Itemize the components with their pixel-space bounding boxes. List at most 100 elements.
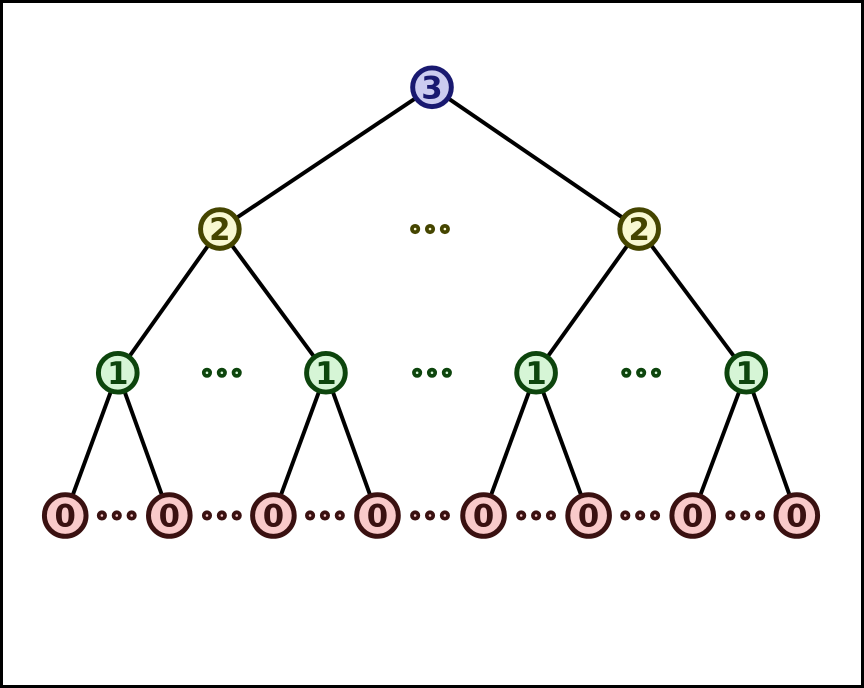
node-circle (250, 492, 297, 539)
node-circle (304, 350, 348, 395)
node-label: 0 (367, 499, 388, 535)
tree-edge (744, 372, 799, 517)
tree-edge (637, 227, 748, 374)
ellipsis-dot (439, 510, 450, 521)
tree-node-level-0: 0 (354, 492, 401, 539)
ellipsis-dot (231, 510, 242, 521)
ellipsis-dot (725, 510, 736, 521)
tree-node-level-0: 0 (773, 492, 821, 539)
node-label: 0 (55, 499, 76, 535)
node-circle (514, 350, 558, 395)
node-circle (146, 492, 193, 539)
ellipsis-dots-level-0 (201, 510, 242, 521)
ellipsis-dot (96, 510, 107, 521)
ellipsis-dot (126, 510, 137, 521)
node-label: 1 (107, 356, 128, 392)
ellipsis-dot (755, 510, 766, 521)
node-circle (617, 207, 661, 251)
node-label: 0 (263, 499, 284, 535)
ellipsis-dot (334, 510, 345, 521)
tree-edge (534, 372, 591, 517)
node-circle (669, 492, 717, 539)
tree-node-level-0: 0 (41, 492, 89, 539)
tree-edge (271, 372, 328, 517)
node-circle (565, 492, 612, 539)
ellipsis-dot (545, 510, 557, 521)
ellipsis-dot (410, 223, 421, 235)
tree-node-level-1: 1 (95, 350, 140, 395)
ellipsis-dot (216, 367, 227, 378)
ellipsis-dot (621, 367, 632, 378)
ellipsis-dot (649, 510, 661, 521)
ellipsis-dot (424, 510, 436, 521)
ellipsis-dot (636, 367, 647, 378)
node-label: 2 (628, 212, 649, 248)
node-label: 1 (736, 356, 757, 392)
tree-node-level-0: 0 (250, 492, 297, 539)
tree-node-level-1: 1 (514, 350, 558, 395)
ellipsis-dot (531, 510, 542, 521)
node-label: 0 (578, 499, 599, 535)
ellipsis-dots-level-2 (410, 223, 450, 235)
ellipsis-dot (635, 510, 646, 521)
ellipsis-dots-level-0 (410, 510, 450, 521)
ellipsis-dot (216, 510, 227, 521)
ellipsis-dot (424, 223, 436, 235)
ellipsis-dot (201, 367, 213, 378)
node-circle (460, 492, 507, 539)
node-circle (95, 350, 140, 395)
ellipsis-dot (111, 510, 122, 521)
ellipsis-dot (231, 367, 242, 378)
ellipsis-dot (516, 510, 527, 521)
ellipsis-dots-level-1 (412, 367, 452, 378)
node-label: 2 (209, 212, 230, 248)
node-label: 0 (159, 499, 180, 535)
ellipsis-dot (441, 367, 452, 378)
binary-tree-diagram: 3 2 2 1 1 1 1 0 0 0 0 0 0 0 0 (41, 65, 821, 539)
node-circle (41, 492, 89, 539)
node-label: 0 (786, 499, 807, 535)
tree-node-level-1: 1 (724, 350, 769, 395)
tree-node-level-0: 0 (460, 492, 507, 539)
ellipsis-dot (201, 510, 213, 521)
node-circle (354, 492, 401, 539)
tree-edge (534, 227, 641, 374)
tree-edge (218, 85, 434, 231)
node-label: 1 (315, 356, 336, 392)
node-circle (773, 492, 821, 539)
node-label: 3 (421, 70, 442, 106)
ellipsis-dot (319, 510, 330, 521)
node-circle (410, 65, 454, 110)
ellipsis-dot (740, 510, 751, 521)
ellipsis-dot (650, 367, 662, 378)
node-circle (198, 207, 242, 251)
node-label: 0 (473, 499, 494, 535)
ellipsis-dots-level-1 (201, 367, 242, 378)
tree-edge (116, 227, 222, 374)
ellipsis-dot (305, 510, 316, 521)
tree-node-level-3: 3 (410, 65, 454, 110)
ellipsis-dot (426, 367, 438, 378)
node-circle (724, 350, 769, 395)
tree-node-level-2: 2 (198, 207, 242, 251)
ellipsis-dots-level-1 (621, 367, 662, 378)
ellipsis-dot (439, 223, 450, 235)
ellipsis-dot (412, 367, 423, 378)
tree-node-level-0: 0 (146, 492, 193, 539)
tree-edge (324, 372, 380, 517)
tree-node-level-0: 0 (669, 492, 717, 539)
tree-edge (218, 227, 328, 374)
tree-edge (115, 372, 172, 517)
tree-edge (430, 85, 641, 231)
ellipsis-dots-level-0 (725, 510, 766, 521)
ellipsis-dots-level-0 (516, 510, 557, 521)
ellipsis-dots-level-0 (620, 510, 661, 521)
ellipsis-dot (620, 510, 631, 521)
ellipsis-dot (410, 510, 421, 521)
tree-edge (690, 372, 749, 517)
tree-node-level-1: 1 (304, 350, 348, 395)
node-label: 1 (525, 356, 546, 392)
tree-edge (481, 372, 538, 517)
node-label: 0 (682, 499, 703, 535)
